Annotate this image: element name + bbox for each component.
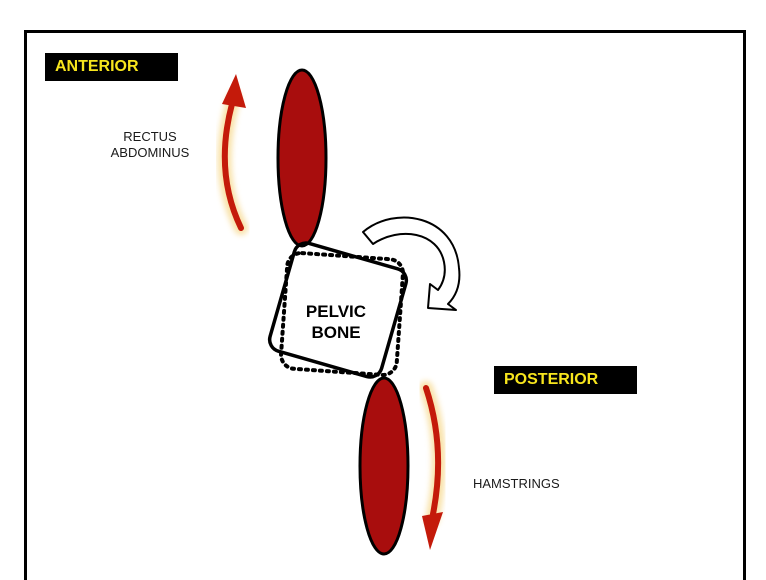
rectus-arrow-icon (217, 74, 248, 235)
pelvic-bone-label: PELVIC BONE (290, 301, 382, 343)
rotation-arrow-icon (362, 216, 461, 311)
rectus-label-line1: RECTUS (123, 129, 177, 144)
hamstrings-arrow-icon (419, 381, 446, 550)
diagram-frame (24, 30, 746, 580)
bone-label-line1: PELVIC (305, 302, 367, 321)
anterior-label: ANTERIOR (45, 53, 178, 81)
bone-label-line2: BONE (311, 323, 361, 342)
posterior-label: POSTERIOR (494, 366, 637, 394)
rectus-abdominus-muscle (276, 68, 328, 248)
pelvic-bone-original-outline (279, 251, 405, 377)
rectus-abdominus-label: RECTUS ABDOMINUS (95, 129, 205, 161)
pelvic-bone-tilted-outline (267, 241, 409, 379)
rectus-label-line2: ABDOMINUS (110, 145, 190, 160)
hamstrings-label: HAMSTRINGS (473, 476, 560, 491)
hamstrings-muscle (358, 376, 410, 556)
